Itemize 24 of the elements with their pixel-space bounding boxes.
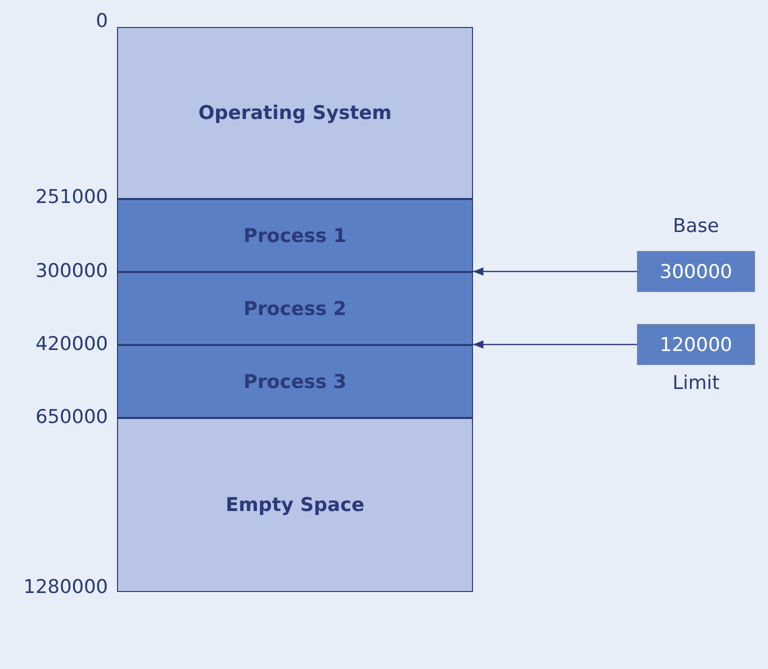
region-label: Process 1: [244, 224, 346, 246]
address-label: 0: [96, 10, 108, 32]
arrow: [473, 267, 637, 276]
register-value: 120000: [660, 334, 732, 356]
register-label: Limit: [671, 372, 721, 394]
address-label: 1280000: [23, 576, 108, 598]
memory-region: [117, 272, 473, 345]
register-value: 300000: [660, 260, 732, 282]
region-label: Process 2: [244, 298, 346, 320]
address-label: 420000: [35, 333, 108, 355]
region-label: Operating System: [198, 102, 392, 124]
register-label: Base: [672, 215, 720, 237]
memory-region: [117, 418, 473, 592]
register-box: [637, 251, 755, 292]
region-label: Empty Space: [226, 494, 364, 516]
address-label: 300000: [35, 260, 108, 282]
memory-region: [117, 345, 473, 418]
memory-region: [117, 199, 473, 272]
address-label: 251000: [35, 186, 108, 208]
region-label: Process 3: [244, 370, 346, 392]
memory-region: [117, 27, 473, 199]
address-label: 650000: [35, 406, 108, 428]
arrow: [473, 340, 637, 349]
register-box: [637, 324, 755, 365]
